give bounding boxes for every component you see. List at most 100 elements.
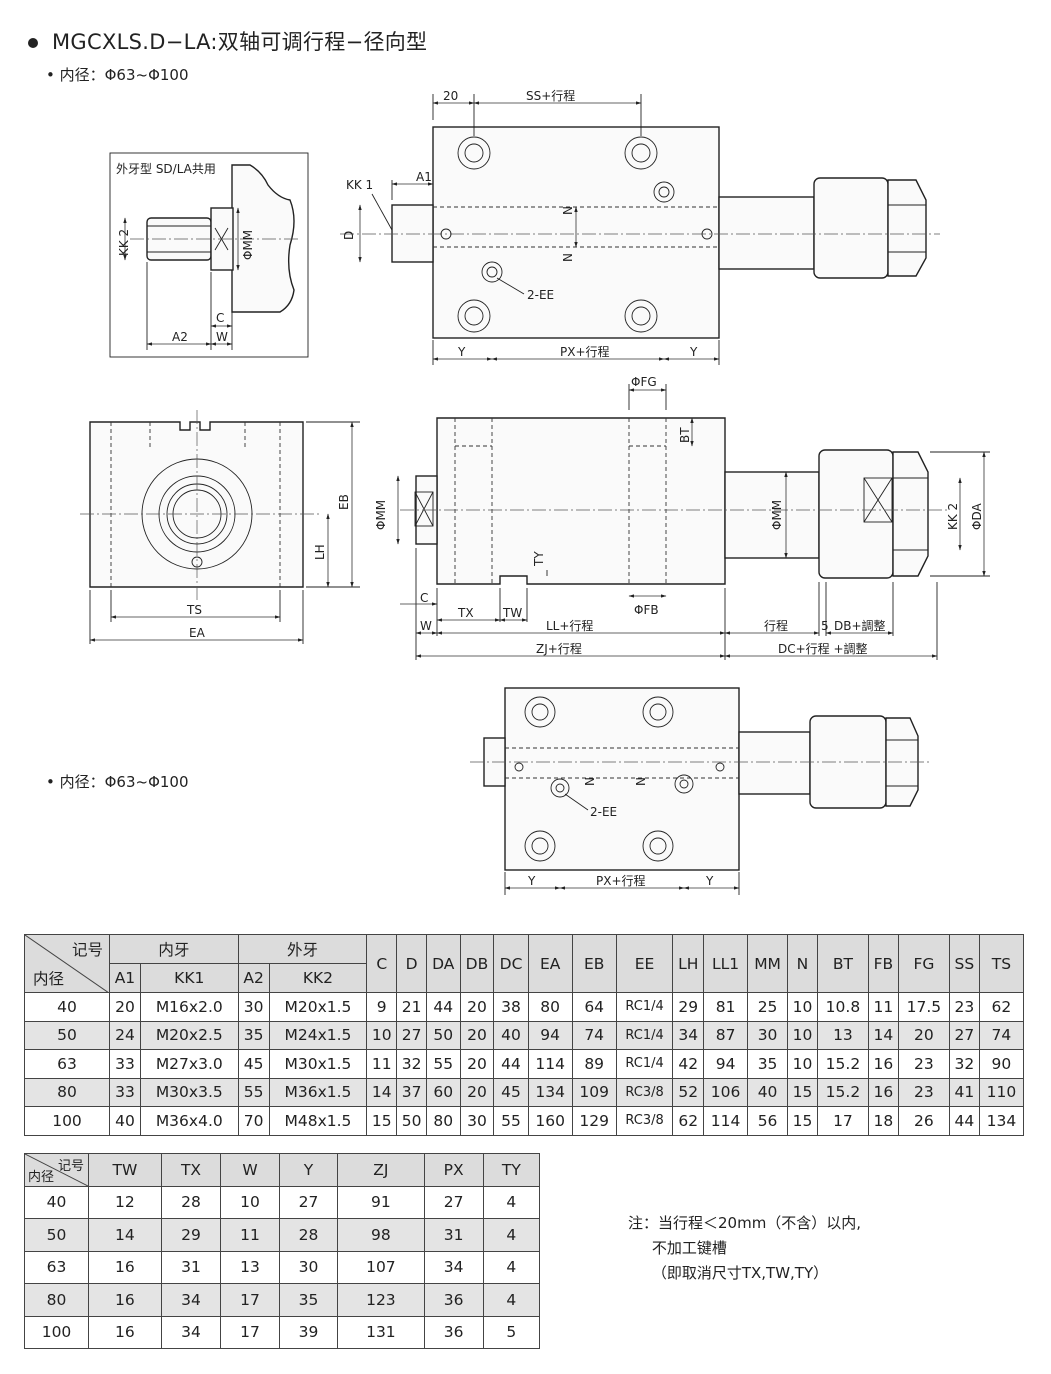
da-label: ΦDA — [970, 503, 984, 530]
top-view: 20 SS+行程 KK 1 A1 D N N 2-EE Y PX+行程 Y — [340, 88, 940, 365]
table-cell: 134 — [527, 1077, 573, 1107]
table-cell: 27 — [948, 1020, 980, 1050]
n-label-1: N — [561, 206, 575, 215]
table-cell: 31 — [160, 1250, 222, 1284]
table-cell: 52 — [672, 1077, 705, 1107]
table-cell: 10 — [787, 992, 818, 1022]
table-cell: 81 — [703, 992, 749, 1022]
table1-subheader: KK1 — [139, 963, 239, 993]
kk1-label: KK 1 — [346, 178, 373, 192]
table1-header: LH — [672, 934, 705, 993]
table-cell: 13 — [816, 1020, 870, 1050]
table-cell: 16 — [88, 1250, 162, 1284]
side-view: ΦFG BT ΦMM ΦMM KK 2 ΦDA TY C TX TW ΦFB W — [374, 375, 990, 660]
table-cell: 30 — [278, 1250, 339, 1284]
table1-header: EB — [571, 934, 617, 993]
zj-label: ZJ+行程 — [536, 641, 582, 656]
table-cell: 20 — [459, 1077, 495, 1107]
table-cell: 20 — [459, 992, 495, 1022]
diagonal-line — [25, 935, 109, 993]
table-cell: 14 — [88, 1218, 162, 1252]
table-row-bore: 50 — [24, 1020, 110, 1050]
table-row-bore: 80 — [24, 1077, 110, 1107]
table-cell: RC1/4 — [615, 992, 674, 1022]
table-cell: 109 — [571, 1077, 617, 1107]
table-cell: 35 — [237, 1020, 270, 1050]
table-cell: 20 — [109, 992, 141, 1022]
table-cell: 10 — [220, 1185, 280, 1219]
n-label-2: N — [561, 253, 575, 262]
bt-label: BT — [678, 427, 692, 443]
table-cell: 28 — [160, 1185, 222, 1219]
mm-label-3: ΦMM — [770, 500, 784, 530]
table-cell: 26 — [897, 1106, 950, 1136]
table-cell: M36x1.5 — [268, 1077, 368, 1107]
db-label: DB+調整 — [834, 618, 886, 633]
n-label-3: N — [583, 777, 597, 786]
table-cell: 27 — [423, 1185, 484, 1219]
table-cell: 24 — [109, 1020, 141, 1050]
table-row-bore: 40 — [24, 1185, 89, 1219]
table1-subheader: A1 — [109, 963, 141, 993]
table-cell: 36 — [423, 1315, 484, 1349]
table-row-bore: 63 — [24, 1250, 89, 1284]
tw-label: TW — [502, 606, 522, 620]
table-cell: 123 — [337, 1283, 425, 1317]
bore-range-label-1: • 内径：Φ63~Φ100 — [46, 66, 189, 84]
table-cell: M36x4.0 — [139, 1106, 239, 1136]
table1-corner-top: 记号 — [71, 941, 103, 959]
table-cell: 27 — [278, 1185, 339, 1219]
page-title: MGCXLS.D−LA:双轴可调行程−径向型 — [28, 26, 427, 56]
table-cell: 10 — [787, 1049, 818, 1079]
table1-header: EA — [527, 934, 573, 993]
table-cell: 89 — [571, 1049, 617, 1079]
note-line-2: 不加工键槽 — [628, 1239, 727, 1257]
table1-header: BT — [816, 934, 870, 993]
table-cell: 45 — [493, 1077, 529, 1107]
table-row-bore: 80 — [24, 1283, 89, 1317]
table-cell: 30 — [459, 1106, 495, 1136]
table-cell: 33 — [109, 1077, 141, 1107]
table1-group-inner: 内牙 — [109, 934, 239, 964]
table-cell: 34 — [160, 1283, 222, 1317]
table-cell: 20 — [897, 1020, 950, 1050]
table-cell: 80 — [426, 1106, 461, 1136]
table-cell: 70 — [237, 1106, 270, 1136]
d-label: D — [342, 231, 356, 240]
table-cell: 34 — [160, 1315, 222, 1349]
table-cell: M20x2.5 — [139, 1020, 239, 1050]
table-cell: 94 — [527, 1020, 573, 1050]
table-cell: 23 — [897, 1049, 950, 1079]
table-cell: 56 — [747, 1106, 789, 1136]
note-line-3: （即取消尺寸TX,TW,TY） — [628, 1264, 829, 1282]
table-cell: 10 — [366, 1020, 398, 1050]
table-cell: 131 — [337, 1315, 425, 1349]
table-cell: 114 — [527, 1049, 573, 1079]
table-cell: 16 — [868, 1077, 899, 1107]
table-cell: 41 — [948, 1077, 980, 1107]
table-cell: M30x3.5 — [139, 1077, 239, 1107]
table-cell: 5 — [482, 1315, 541, 1349]
external-thread-detail: 外牙型 SD/LA共用 KK 2 ΦMM C A2 W — [109, 152, 309, 358]
table2-corner-bottom: 内径 — [28, 1169, 55, 1185]
table-cell: M30x1.5 — [268, 1049, 368, 1079]
ext-thread-label: 外牙型 SD/LA共用 — [116, 162, 216, 176]
table-cell: 74 — [571, 1020, 617, 1050]
table-cell: 10 — [787, 1020, 818, 1050]
table-cell: 21 — [396, 992, 427, 1022]
table-cell: 42 — [672, 1049, 705, 1079]
table-cell: M24x1.5 — [268, 1020, 368, 1050]
table-cell: 64 — [571, 992, 617, 1022]
table-cell: 40 — [109, 1106, 141, 1136]
table-cell: 4 — [482, 1283, 541, 1317]
table1-header: DC — [493, 934, 529, 993]
table-cell: 98 — [337, 1218, 425, 1252]
table-cell: 55 — [237, 1077, 270, 1107]
table-cell: 29 — [160, 1218, 222, 1252]
table1-header: C — [366, 934, 398, 993]
table-cell: 74 — [978, 1020, 1025, 1050]
table-cell: 16 — [88, 1315, 162, 1349]
